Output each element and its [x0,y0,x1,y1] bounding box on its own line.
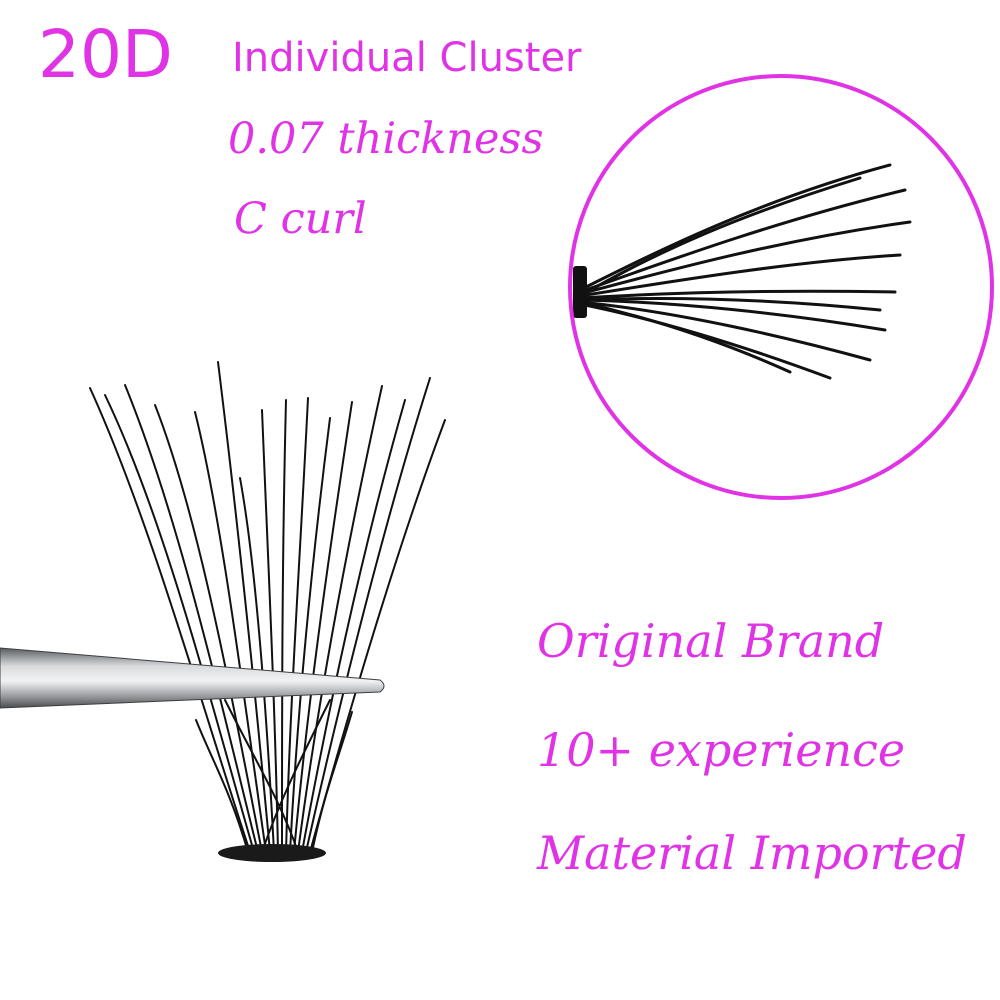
closeup-circle [568,74,994,500]
feature-experience: 10+ experience [537,723,906,777]
thickness-label: 0.07 thickness [228,114,544,164]
type-label: Individual Cluster [232,35,582,81]
density-label: 20D [38,16,173,93]
curl-label: C curl [234,194,367,244]
lash-base [218,844,326,862]
tweezer [0,647,385,709]
lash-cluster [89,361,446,853]
closeup-lashes [568,74,994,500]
feature-material: Material Imported [537,826,967,880]
feature-brand: Original Brand [537,614,885,668]
